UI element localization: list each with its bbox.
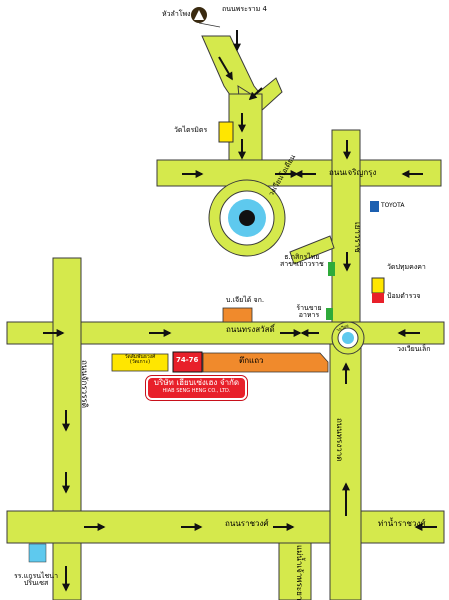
charoen-krung-label: ถนนเจริญกรุง [329, 168, 377, 177]
road-songwat [329, 343, 362, 600]
toyota-label: TOYOTA [381, 202, 405, 209]
company-name-thai: บริษัท เฮียบเซ่งเฮง จำกัด [153, 378, 240, 387]
train-station-icon [191, 7, 207, 23]
yaowarat-label: เยาวราช [353, 222, 362, 253]
kasikorn-label: ธ.กสิกรไทย สาขาเยาวราช [280, 253, 324, 269]
wat-pathum-box [371, 277, 385, 294]
direction-arrows [43, 30, 437, 592]
river-side-label: แม่น้ำเจ้าพระยา [295, 545, 304, 600]
school-box [28, 543, 47, 563]
road-side-diagonal [289, 235, 335, 265]
songwat-label: ถนนทรงวาด [335, 418, 344, 462]
song-sawat-label: ถนนทรงสวัสดิ์ [226, 325, 275, 334]
rama4-label: ถนนพระราม 4 [222, 5, 267, 13]
building-7476-box [172, 351, 203, 373]
wongwian-lek-label: วงเวียนเล็ก [397, 345, 431, 353]
jiaw-dai-label: บ.เจียได้ จก. [226, 296, 265, 304]
wat-samphanthawong-box [111, 353, 169, 372]
police-box [372, 293, 384, 303]
roads [6, 35, 445, 600]
jiaw-dai-box [222, 307, 253, 323]
toyota-box [370, 201, 379, 212]
company-name-english: HIAB SENG HENG CO., LTD. [162, 388, 231, 394]
restaurant-box [326, 308, 333, 320]
shophouse-block [202, 352, 329, 373]
road-yaowarat [331, 129, 361, 331]
school-label: รร.แกรนไชน่า ปริ้นเซส [14, 572, 59, 588]
wat-pathum-label: วัดปทุมคงคา [387, 263, 426, 271]
wat-traimit-box [218, 121, 234, 143]
road-ratchawong [6, 510, 445, 544]
ratchawong-label: ถนนราชวงศ์ [225, 519, 269, 528]
building-7476-label: 74-76 [176, 356, 199, 364]
roundabout-monument-icon [239, 210, 255, 226]
tha-ratchawong-label: ท่าน้ำราชวงศ์ [378, 519, 426, 528]
wat-samphanthawong-label: วัดสัมพันธวงศ์ (วัดเกาะ) [124, 354, 156, 366]
shophouse-label: ตึกแถว [239, 356, 264, 365]
road-bottom-extension [278, 542, 312, 600]
small-roundabout [331, 321, 365, 355]
kasikorn-box [328, 262, 335, 276]
odeon-circle [208, 179, 286, 257]
police-box-label: ป้อมตำรวจ [387, 292, 421, 300]
direction-arrow-icon [218, 56, 233, 81]
company-banner: บริษัท เฮียบเซ่งเฮง จำกัด HIAB SENG HENG… [146, 376, 247, 400]
hualamphong-label: หัวลำโพง [162, 10, 191, 18]
restaurant-label: ร้านขายอาหาร [296, 304, 322, 320]
chakkrawat-label: ถนนจักรวรรดิ [80, 360, 89, 408]
wat-traimit-label: วัดไตรมิตร [174, 126, 208, 134]
direction-arrow-icon [248, 87, 263, 101]
